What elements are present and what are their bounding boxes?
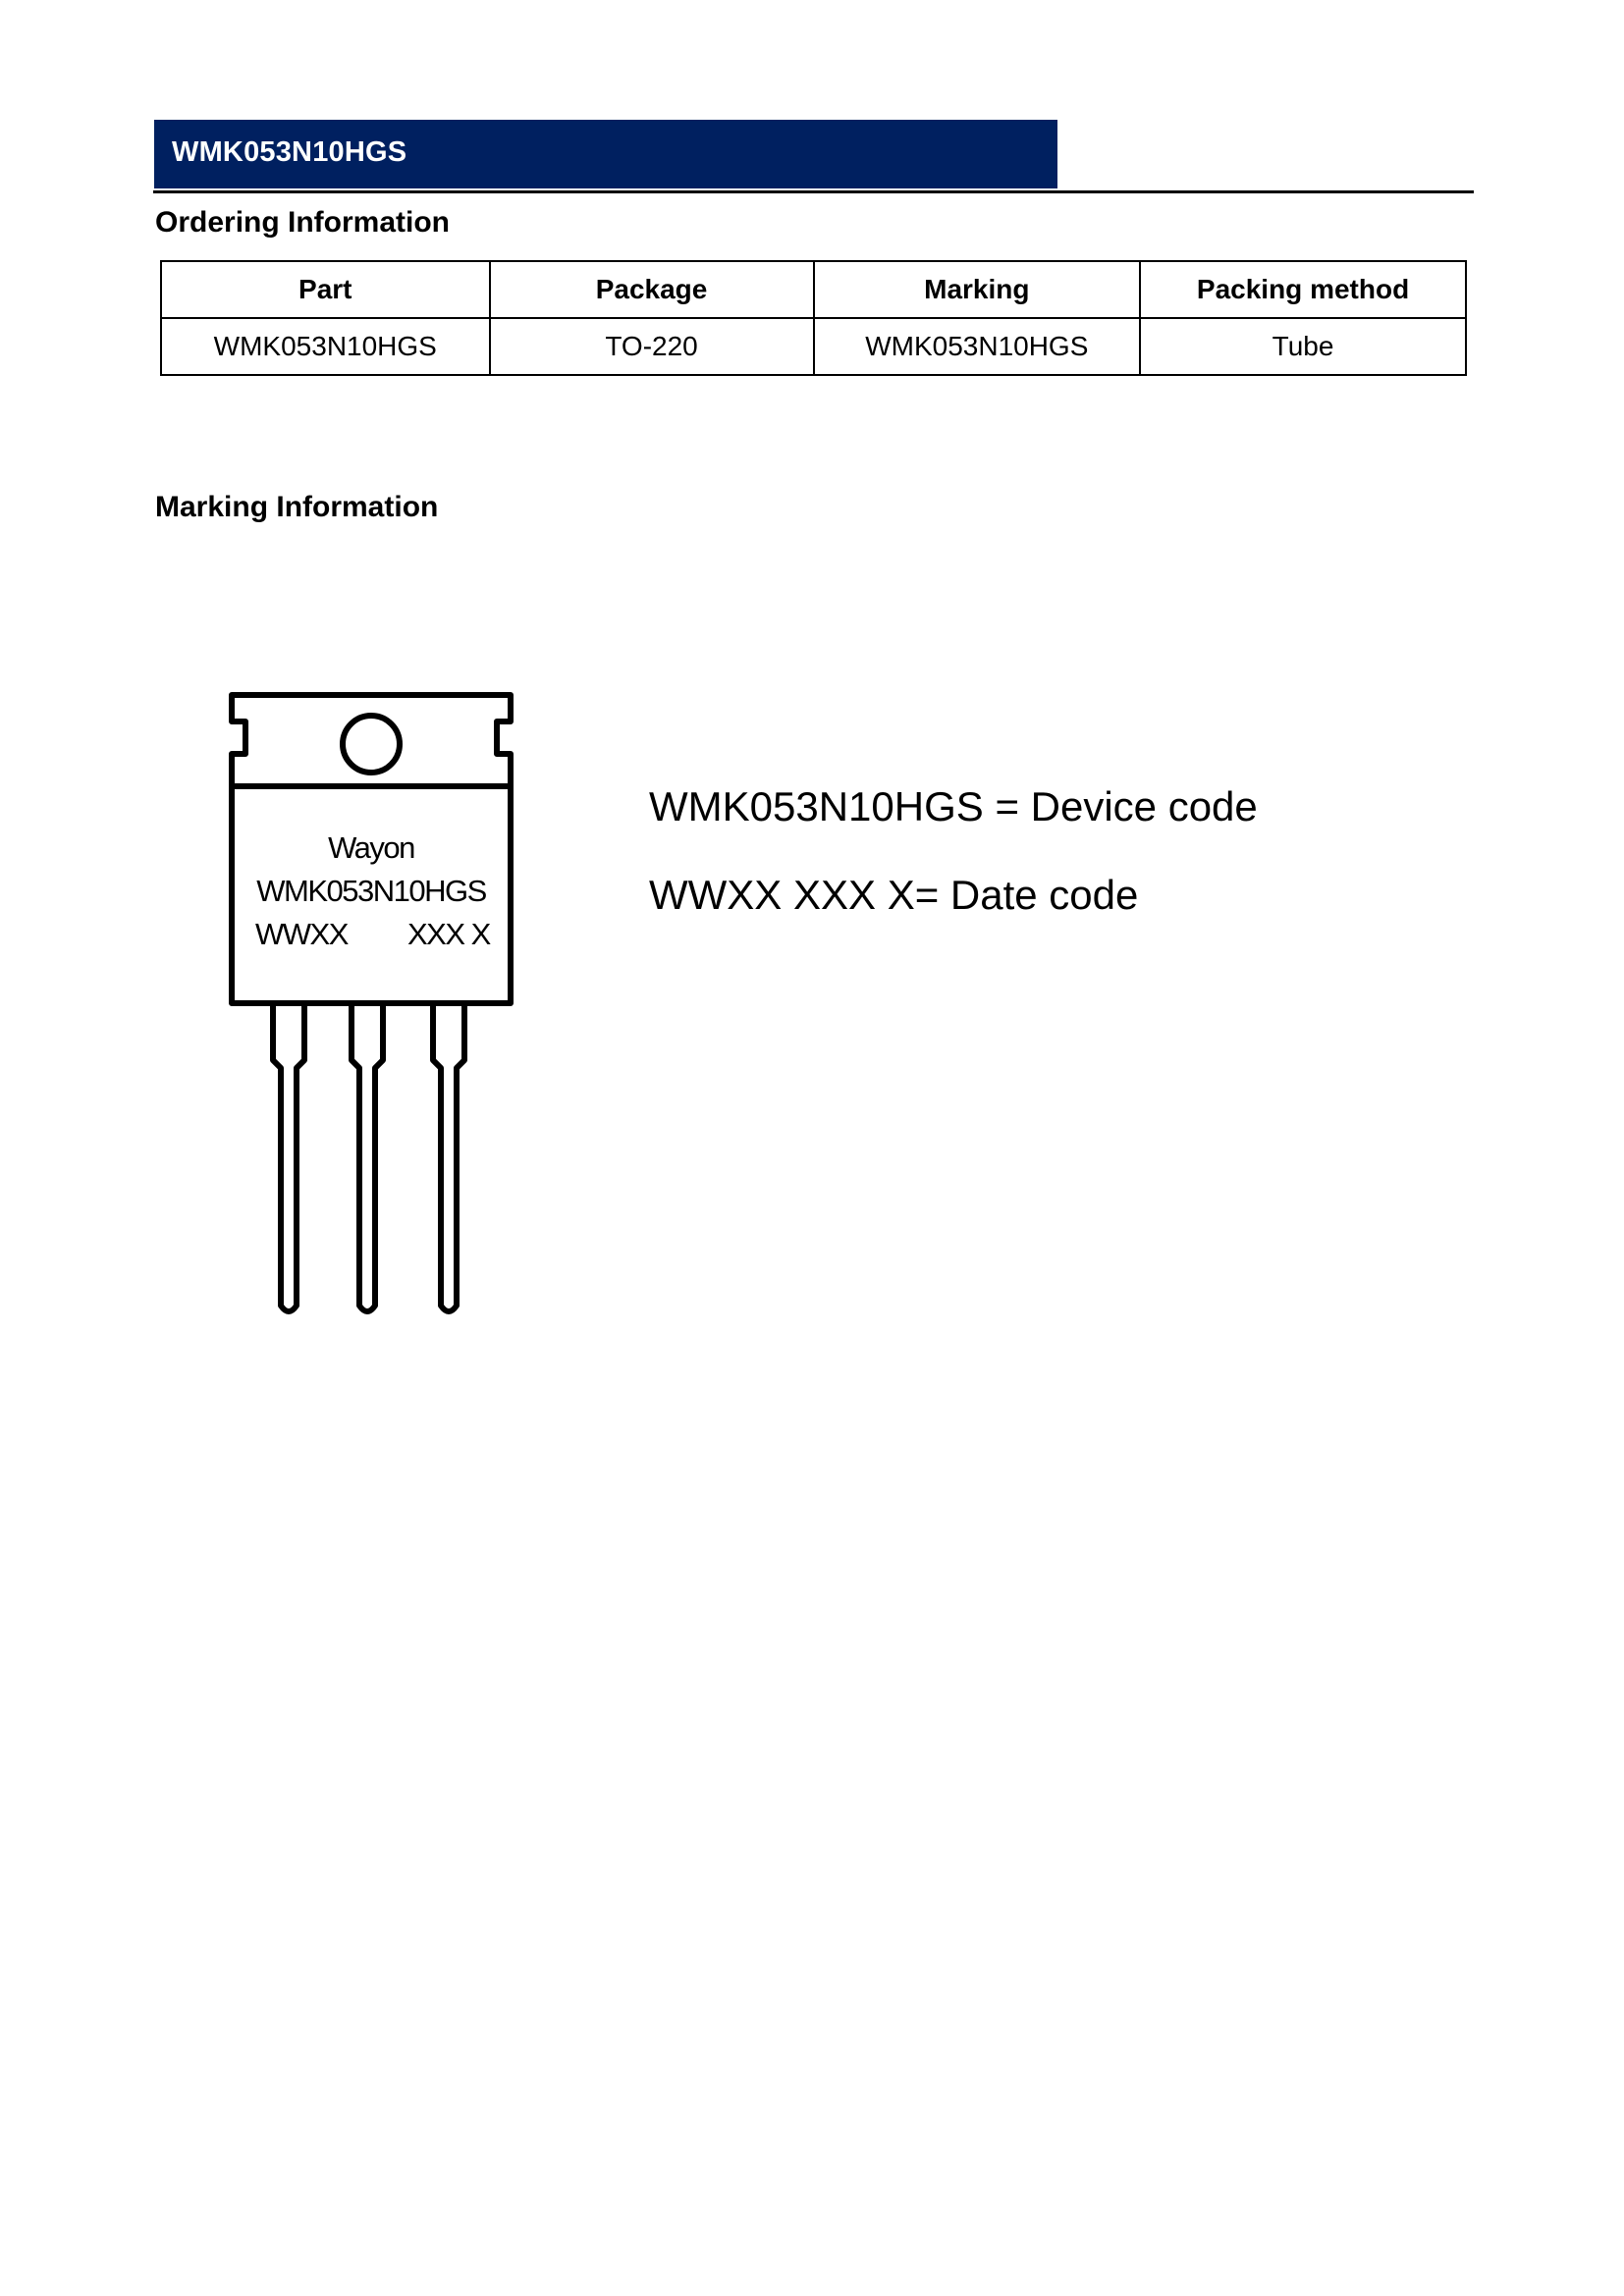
package-device-code-text: WMK053N10HGS	[256, 874, 487, 908]
lead-3	[430, 1003, 467, 1314]
to220-package-drawing	[229, 692, 514, 1314]
column-header-marking: Marking	[812, 260, 1142, 319]
date-code-legend: WWXX XXX X= Date code	[649, 872, 1139, 918]
column-header-package: Package	[488, 260, 815, 319]
ordering-table: Part Package Marking Packing method WMK0…	[160, 260, 1467, 376]
device-code-legend: WMK053N10HGS = Device code	[649, 783, 1258, 829]
table-header-row: Part Package Marking Packing method	[160, 260, 1467, 319]
column-header-part: Part	[160, 260, 491, 319]
mounting-hole-icon	[340, 713, 403, 775]
cell-part: WMK053N10HGS	[160, 317, 491, 376]
table-row: WMK053N10HGS TO-220 WMK053N10HGS Tube	[160, 317, 1467, 376]
title-banner: WMK053N10HGS	[154, 120, 1057, 188]
cell-marking: WMK053N10HGS	[812, 317, 1142, 376]
package-date-code-left: WWXX	[255, 917, 349, 951]
cell-package: TO-220	[488, 317, 815, 376]
package-tab-outline	[229, 692, 514, 1006]
package-brand-text: Wayon	[328, 830, 415, 865]
lead-1	[270, 1003, 307, 1314]
column-header-packing-method: Packing method	[1139, 260, 1467, 319]
lead-2	[349, 1003, 386, 1314]
marking-information-heading: Marking Information	[155, 491, 439, 523]
package-date-code-right: XXX X	[407, 917, 491, 951]
ordering-information-heading: Ordering Information	[155, 206, 450, 239]
header-rule	[153, 190, 1474, 193]
part-number-title: WMK053N10HGS	[172, 136, 407, 168]
cell-packing-method: Tube	[1139, 317, 1467, 376]
